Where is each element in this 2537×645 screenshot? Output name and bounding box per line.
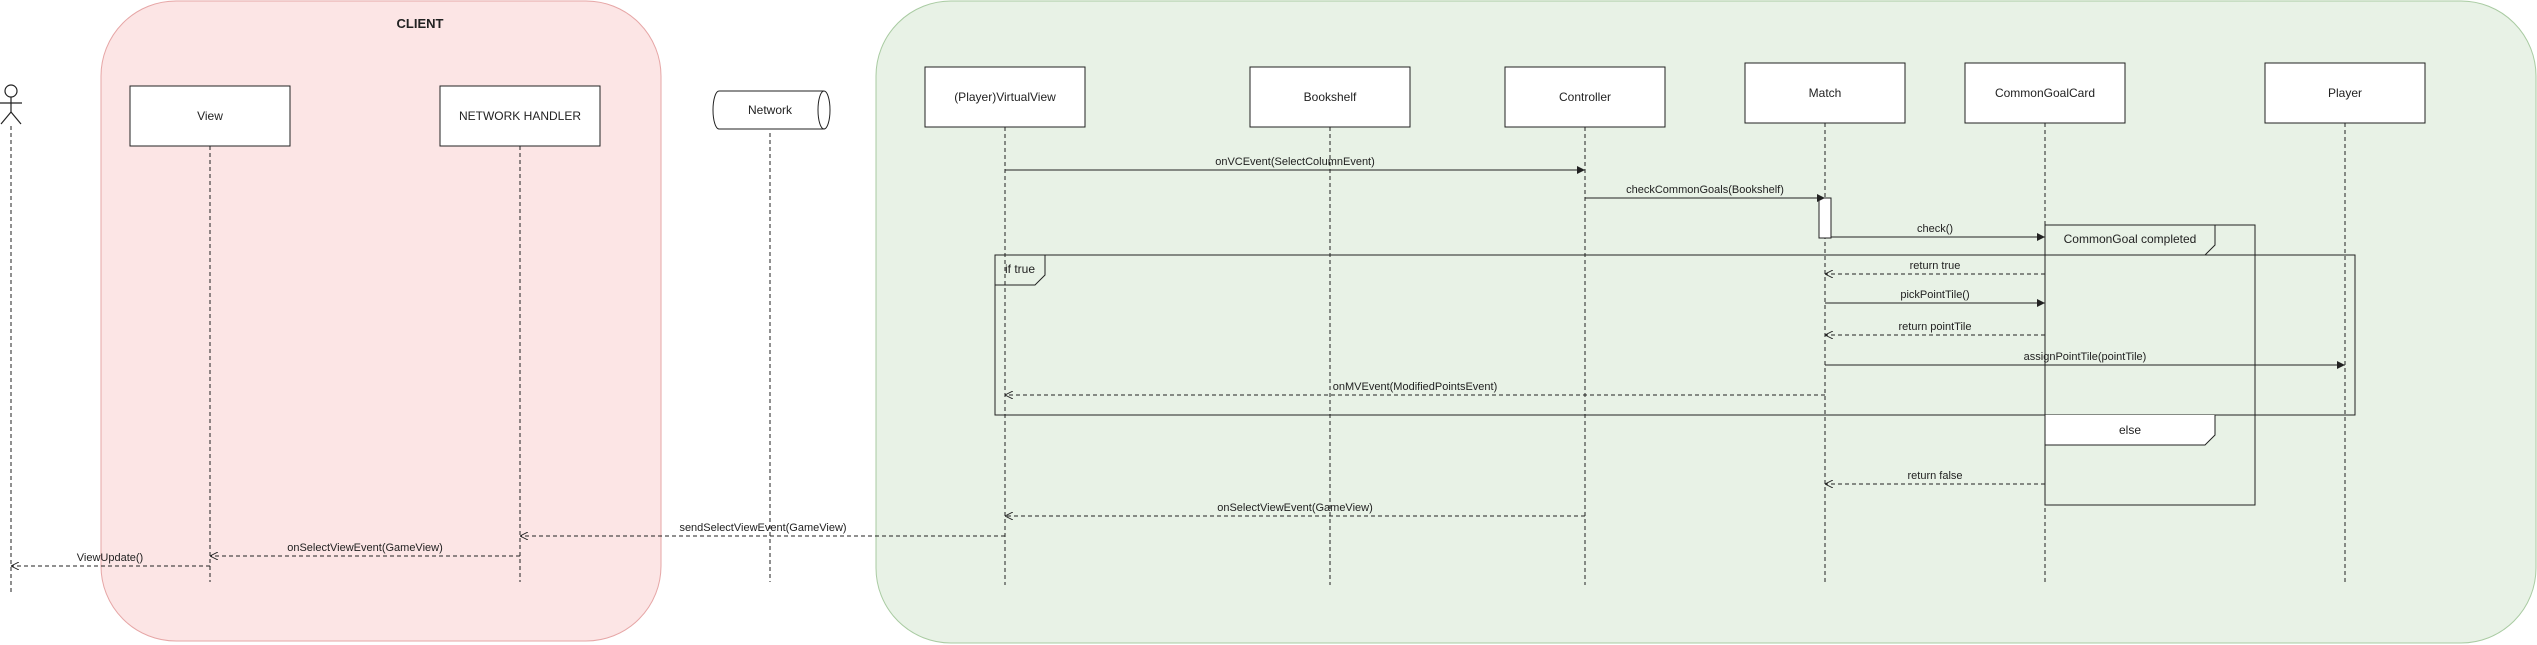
message-label: return pointTile bbox=[1899, 321, 1972, 333]
message-return-pointtile: return pointTile bbox=[1825, 321, 2045, 335]
fragment-if-true bbox=[994, 254, 2356, 416]
participant-bookshelf bbox=[1249, 66, 1411, 128]
message-onselectviewevent-client: onSelectViewEvent(GameView) bbox=[210, 542, 520, 556]
client-region bbox=[100, 0, 662, 642]
participant-label-bookshelf: Bookshelf bbox=[1304, 90, 1357, 104]
message-onmvevent: onMVEvent(ModifiedPointsEvent) bbox=[1005, 381, 1825, 395]
message-return-true: return true bbox=[1825, 260, 2045, 274]
participant-label-view: View bbox=[197, 109, 223, 123]
message-sendselectviewevent: sendSelectViewEvent(GameView) bbox=[520, 522, 1005, 536]
participant-view bbox=[129, 85, 291, 147]
match-activation-bar bbox=[1818, 197, 1832, 239]
message-return-false: return false bbox=[1825, 470, 2045, 484]
participant-label-controller: Controller bbox=[1559, 90, 1611, 104]
message-label: sendSelectViewEvent(GameView) bbox=[679, 522, 846, 534]
message-label: onSelectViewEvent(GameView) bbox=[1217, 502, 1373, 514]
message-label: return false bbox=[1907, 470, 1962, 482]
participant-label-match: Match bbox=[1809, 86, 1842, 100]
message-onselectviewevent-server: onSelectViewEvent(GameView) bbox=[1005, 502, 1585, 516]
message-check: check() bbox=[1831, 223, 2045, 241]
message-label: onVCEvent(SelectColumnEvent) bbox=[1215, 156, 1375, 168]
message-label: checkCommonGoals(Bookshelf) bbox=[1626, 184, 1784, 196]
participant-label-player: Player bbox=[2328, 86, 2362, 100]
fragment-if-true-label: if true bbox=[1005, 262, 1035, 276]
participant-match bbox=[1744, 62, 1906, 124]
message-checkcommongoals: checkCommonGoals(Bookshelf) bbox=[1585, 184, 1825, 202]
participant-common-goal-card bbox=[1964, 62, 2126, 124]
message-label: check() bbox=[1917, 223, 1953, 235]
participant-player bbox=[2264, 62, 2426, 124]
network-queue-icon bbox=[712, 90, 831, 130]
message-assignpointtile: assignPointTile(pointTile) bbox=[1825, 351, 2345, 369]
server-region bbox=[875, 0, 2537, 644]
message-pickpointtile: pickPointTile() bbox=[1825, 289, 2045, 307]
message-label: assignPointTile(pointTile) bbox=[2024, 351, 2147, 363]
participant-label-common-goal-card: CommonGoalCard bbox=[1995, 86, 2095, 100]
message-label: onMVEvent(ModifiedPointsEvent) bbox=[1333, 381, 1497, 393]
message-label: return true bbox=[1910, 260, 1961, 272]
participant-network-handler bbox=[439, 85, 601, 147]
message-label: onSelectViewEvent(GameView) bbox=[287, 542, 443, 554]
fragment-common-goal-label: CommonGoal completed bbox=[2064, 232, 2197, 246]
fragment-else-label: else bbox=[2119, 423, 2141, 437]
message-label: pickPointTile() bbox=[1900, 289, 1969, 301]
participant-controller bbox=[1504, 66, 1666, 128]
participant-label-virtual-view: (Player)VirtualView bbox=[954, 90, 1056, 104]
actor-stick-figure-icon bbox=[0, 84, 22, 125]
participant-label-network: Network bbox=[748, 103, 793, 117]
client-region-label: CLIENT bbox=[397, 16, 444, 31]
message-onvcevent: onVCEvent(SelectColumnEvent) bbox=[1005, 156, 1585, 174]
message-viewupdate: ViewUpdate() bbox=[11, 552, 210, 566]
message-label: ViewUpdate() bbox=[77, 552, 143, 564]
participant-virtual-view bbox=[924, 66, 1086, 128]
participant-label-network-handler: NETWORK HANDLER bbox=[459, 109, 581, 123]
